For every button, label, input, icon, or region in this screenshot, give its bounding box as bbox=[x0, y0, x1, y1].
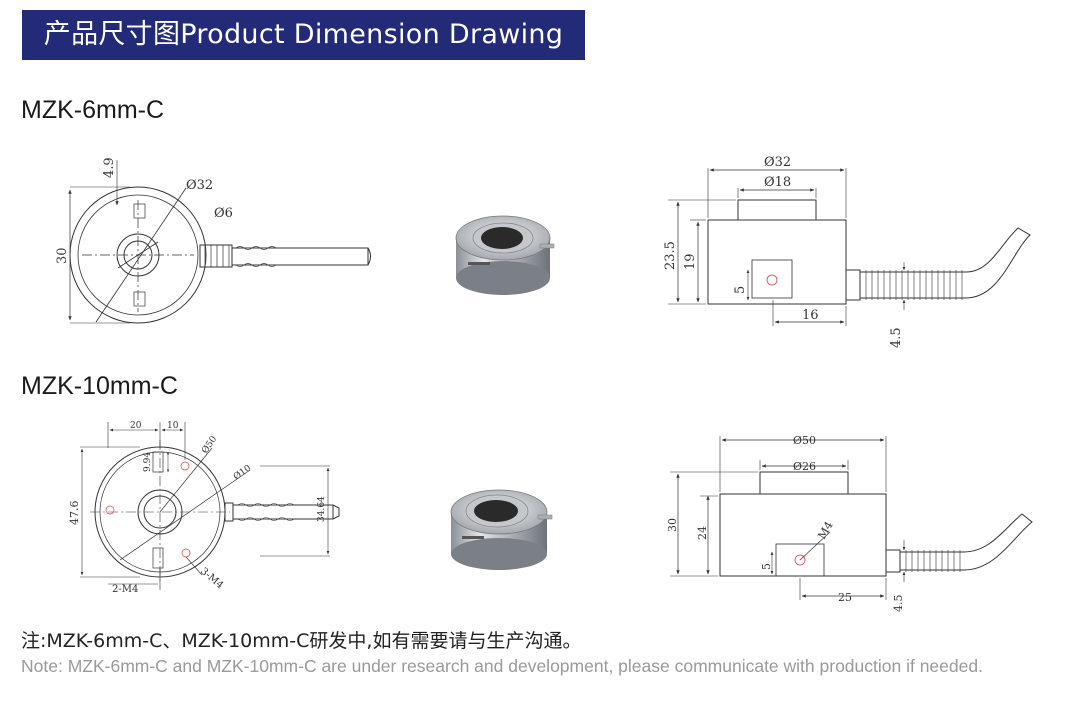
dim-10-side-width: Ø50 bbox=[793, 434, 816, 447]
dim-10-outer-diameter: Ø50 bbox=[199, 434, 219, 456]
dim-10-hole-offset: 9.94 bbox=[143, 452, 153, 472]
dim-6-side-total-height: 23.5 bbox=[663, 241, 678, 270]
dim-10-holes-side: 3-M4 bbox=[198, 566, 225, 591]
dim-6-side-cable-height: 4.5 bbox=[889, 327, 904, 348]
dim-6-bore-diameter: Ø6 bbox=[214, 206, 233, 221]
model-title-6mm: MZK-6mm-C bbox=[21, 96, 165, 124]
dim-10-holes-bottom: 2-M4 bbox=[112, 584, 138, 595]
dim-6-height: 30 bbox=[55, 247, 70, 264]
side-view-10mm bbox=[670, 436, 1033, 600]
dim-6-side-body-height: 19 bbox=[683, 253, 698, 270]
dim-10-offset-left: 20 bbox=[130, 421, 142, 431]
note-chinese: 注:MZK-6mm-C、MZK-10mm-C研发中,如有需要请与生产沟通。 bbox=[21, 630, 582, 652]
product-photo-10mm bbox=[450, 489, 553, 570]
dim-10-bore-diameter: Ø10 bbox=[231, 462, 253, 482]
dim-10-side-cable-height: 4.5 bbox=[892, 595, 905, 613]
dim-6-top-offset: 4.9 bbox=[102, 157, 117, 178]
model-title-10mm: MZK-10mm-C bbox=[21, 372, 178, 400]
dim-10-side-body-height: 24 bbox=[696, 526, 709, 540]
dim-10-side-thread: M4 bbox=[815, 519, 835, 541]
header-bar bbox=[22, 10, 585, 60]
dim-10-height: 47.6 bbox=[68, 501, 81, 526]
front-view-10mm bbox=[80, 422, 340, 590]
side-view-6mm bbox=[668, 168, 1031, 326]
dim-6-side-slot-offset: 16 bbox=[802, 308, 819, 323]
dim-10-cable-span: 34.64 bbox=[317, 496, 327, 522]
product-photo-6mm bbox=[455, 215, 555, 295]
dim-6-side-slot-height: 5 bbox=[733, 286, 748, 294]
dim-10-side-slot-height: 5 bbox=[760, 563, 773, 570]
dim-6-side-cap-width: Ø18 bbox=[764, 175, 791, 190]
page-title: 产品尺寸图Product Dimension Drawing bbox=[43, 19, 564, 50]
dim-10-side-slot-offset: 25 bbox=[838, 591, 852, 604]
dim-6-side-width: Ø32 bbox=[764, 155, 791, 170]
note-english: Note: MZK-6mm-C and MZK-10mm-C are under… bbox=[21, 656, 983, 676]
inner-circle bbox=[77, 194, 199, 316]
dim-10-side-cap-width: Ø26 bbox=[793, 460, 816, 473]
front-view-6mm bbox=[68, 160, 371, 324]
dim-10-side-total-height: 30 bbox=[666, 518, 679, 532]
dim-6-outer-diameter: Ø32 bbox=[186, 178, 213, 193]
dim-10-offset-right: 10 bbox=[167, 421, 179, 431]
